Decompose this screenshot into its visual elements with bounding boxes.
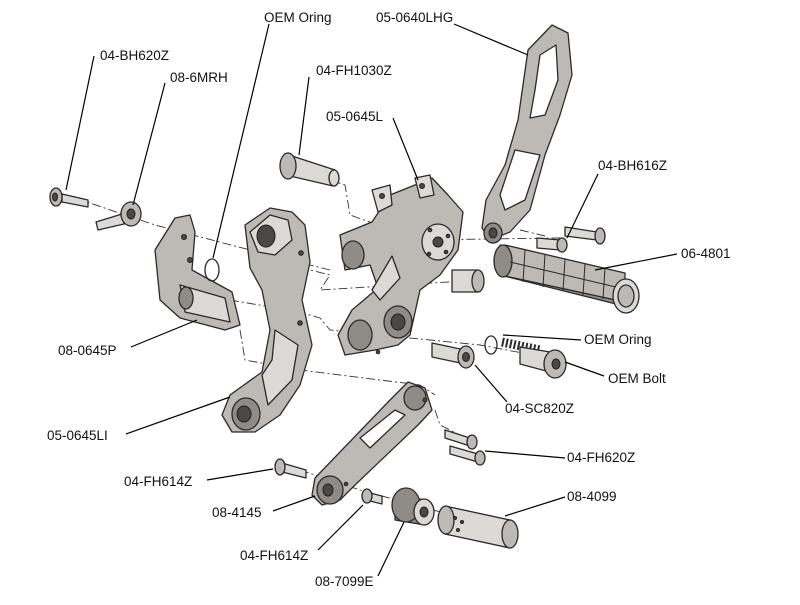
bolt-04-bh616z — [536, 226, 606, 253]
label-05-0640lhg: 05-0640LHG — [376, 10, 453, 25]
spacer-08-6mrh — [95, 201, 142, 231]
bolt-04-fh1030z — [279, 152, 340, 187]
heel-plate-08-0645p — [154, 214, 241, 331]
peg-08-4099 — [437, 505, 519, 549]
bracket-05-0645li — [221, 207, 313, 433]
label-04-fh614z-a: 04-FH614Z — [124, 474, 192, 489]
screw-04-fh614z-lower — [361, 488, 383, 505]
screws-04-fh620z — [444, 429, 486, 466]
bolt-04-bh620z — [49, 187, 89, 208]
label-oem-oring-top: OEM Oring — [264, 10, 332, 25]
label-08-7099e: 08-7099E — [315, 574, 374, 589]
label-oem-bolt: OEM Bolt — [608, 371, 666, 386]
screw-04-fh614z-upper — [274, 458, 307, 479]
label-04-bh616z: 04-BH616Z — [598, 158, 667, 173]
label-04-fh1030z: 04-FH1030Z — [316, 63, 392, 78]
label-08-0645p: 08-0645P — [58, 343, 117, 358]
leader-lines — [65, 23, 678, 577]
oem-oring-right — [484, 335, 498, 355]
label-08-6mrh: 08-6MRH — [170, 70, 228, 85]
spacer-04-sc820z — [431, 342, 475, 369]
label-04-sc820z: 04-SC820Z — [505, 401, 574, 416]
label-oem-oring-mid: OEM Oring — [584, 332, 652, 347]
oem-oring-left — [204, 258, 220, 282]
foot-peg-06-4801 — [493, 244, 640, 314]
label-08-4145: 08-4145 — [212, 505, 262, 520]
bearing-08-7099e — [391, 487, 435, 526]
label-08-4099: 08-4099 — [567, 489, 617, 504]
label-04-fh620z: 04-FH620Z — [567, 450, 635, 465]
label-04-bh620z: 04-BH620Z — [100, 48, 169, 63]
rearset-plate-05-0645l — [337, 174, 464, 356]
label-06-4801: 06-4801 — [681, 246, 731, 261]
label-04-fh614z-b: 04-FH614Z — [240, 548, 308, 563]
link-arm-08-4145 — [311, 381, 433, 506]
shift-lever-05-0640lhg — [481, 24, 573, 244]
label-05-0645li: 05-0645LI — [47, 428, 108, 443]
spacer-rear-plate — [451, 269, 485, 293]
oem-bolt — [501, 337, 567, 379]
part-labels: OEM Oring 05-0640LHG 04-BH620Z 08-6MRH 0… — [47, 10, 731, 589]
label-05-0645l: 05-0645L — [326, 109, 384, 124]
